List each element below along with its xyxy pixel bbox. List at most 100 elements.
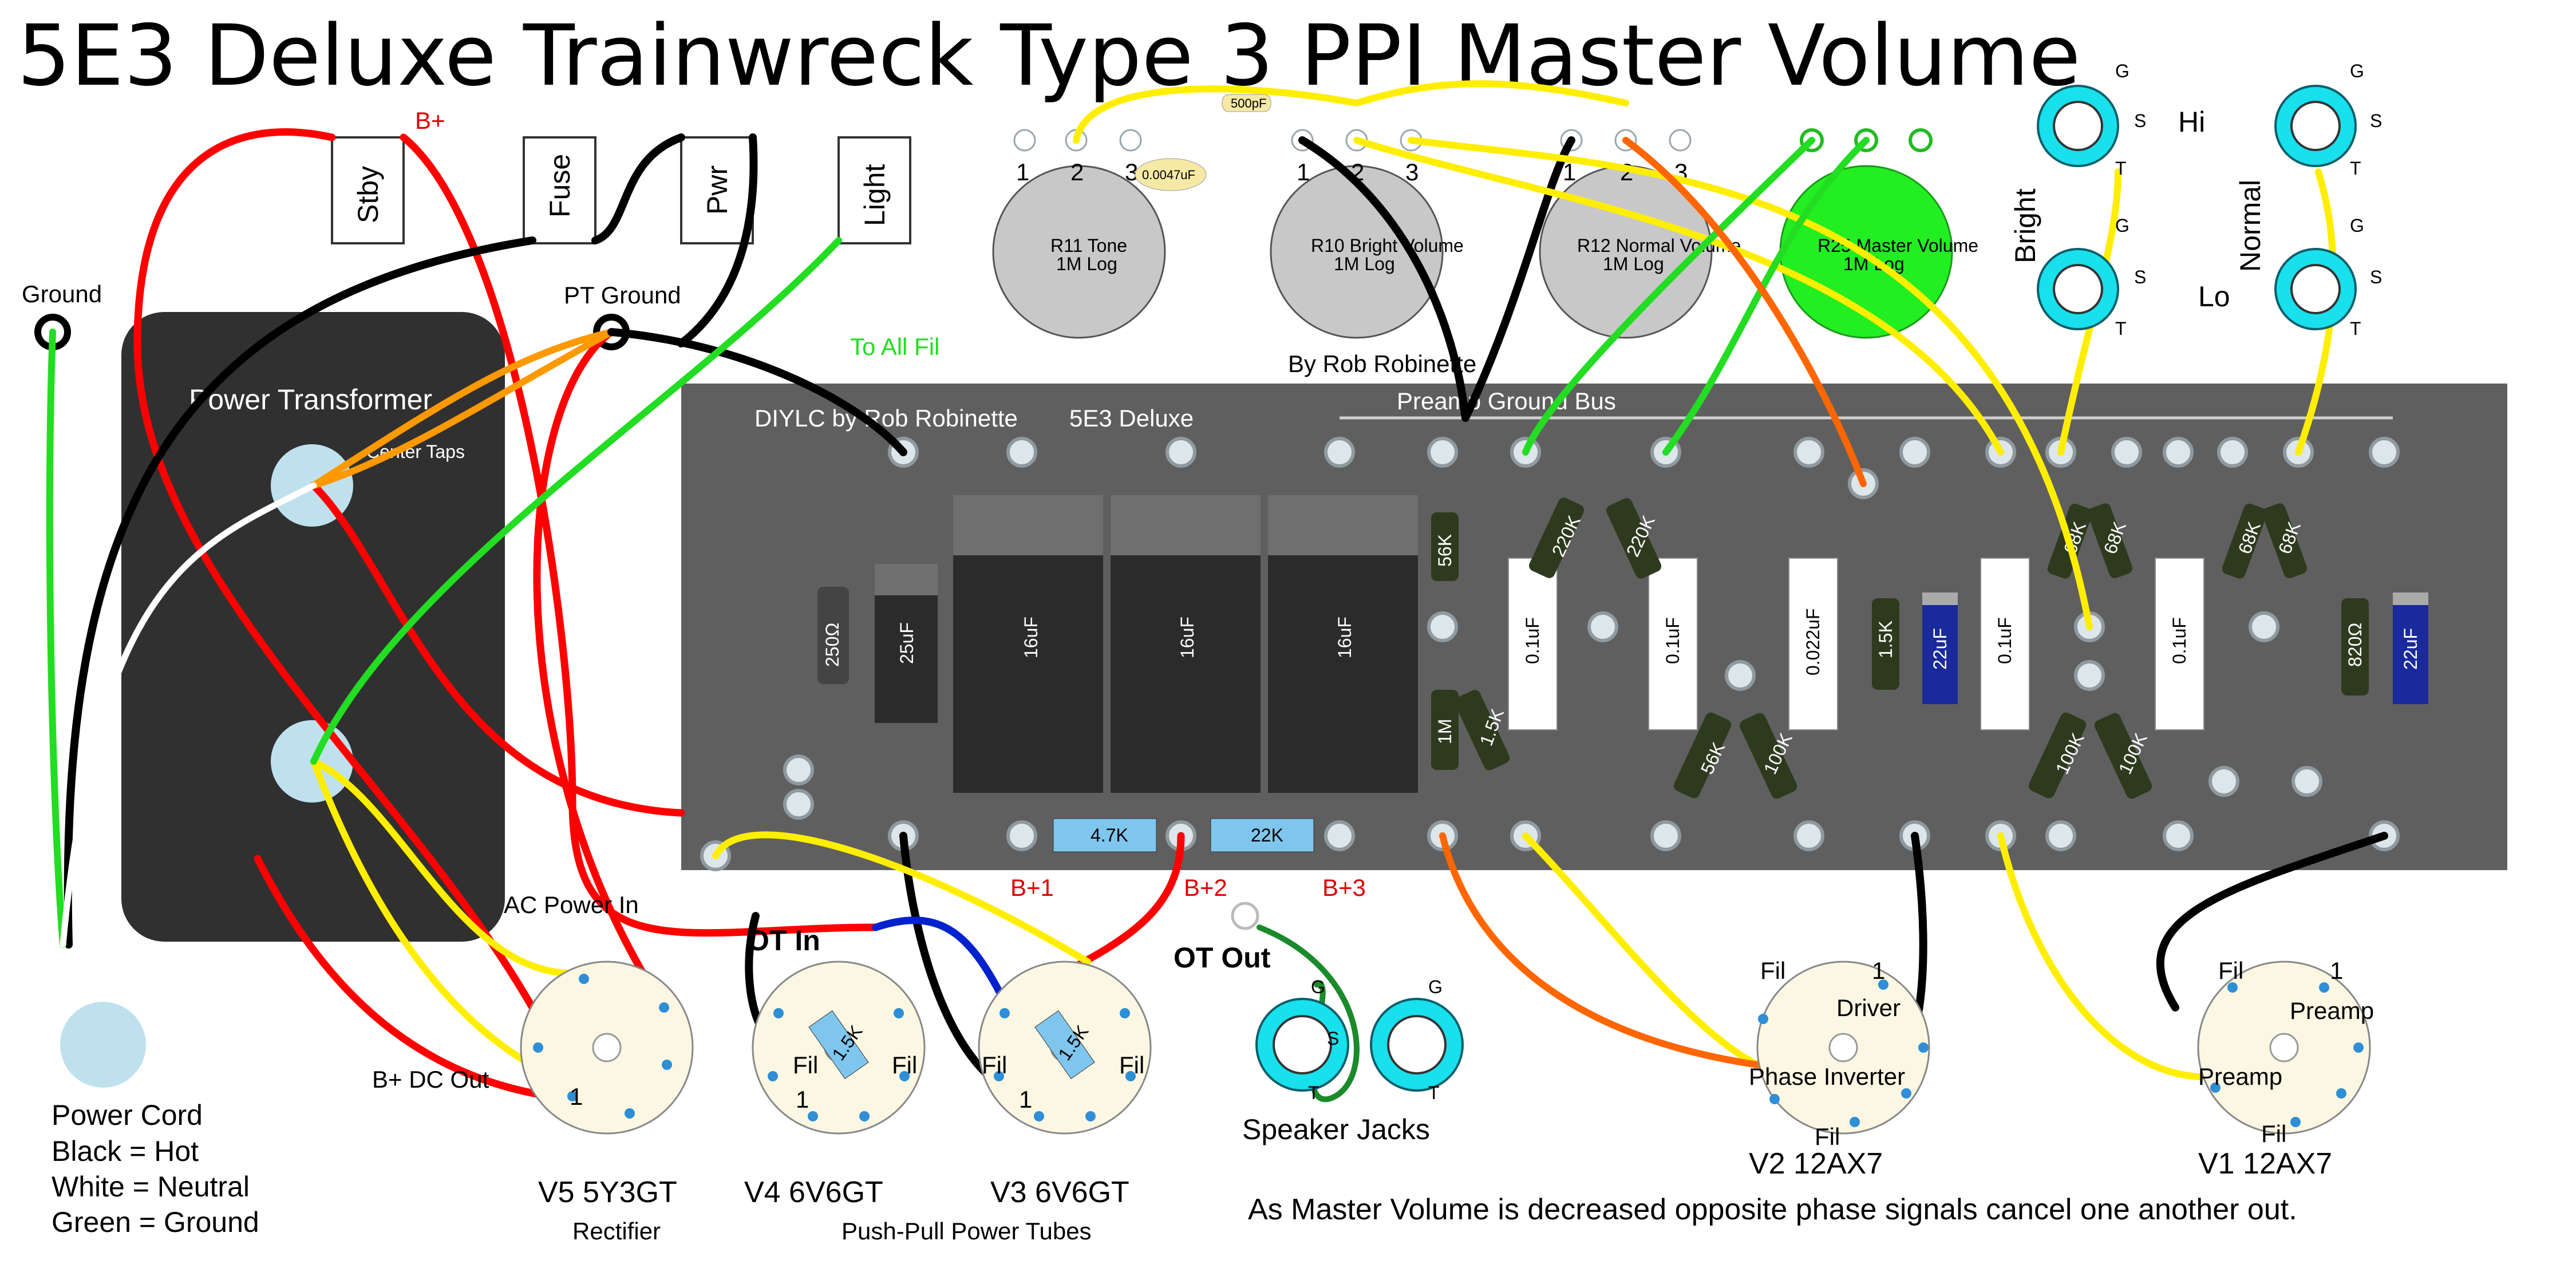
svg-text:1M: 1M bbox=[1435, 719, 1455, 744]
coupling-cap-3: 0.022uF bbox=[1788, 558, 1838, 730]
svg-text:22uF: 22uF bbox=[2400, 628, 2421, 670]
svg-text:0.1uF: 0.1uF bbox=[1662, 617, 1683, 664]
svg-text:0.1uF: 0.1uF bbox=[1994, 617, 2015, 664]
svg-text:S: S bbox=[1327, 1028, 1339, 1049]
tone-pot[interactable]: R11 Tone 1M Log bbox=[992, 165, 1166, 339]
power-cord-neutral: White = Neutral bbox=[52, 1171, 250, 1203]
resistor-1-5k-v2: 1.5K bbox=[1872, 598, 1899, 690]
cap-500pf bbox=[1222, 94, 1271, 112]
hi-label: Hi bbox=[2178, 106, 2205, 138]
filter-cap-1: 16uF bbox=[953, 495, 1103, 793]
bright-volume-pot-name: R10 Bright Volume bbox=[1311, 235, 1464, 256]
cap-0047uf-label: 0.0047uF bbox=[1142, 168, 1195, 182]
svg-text:0.1uF: 0.1uF bbox=[1522, 617, 1543, 664]
fuse-label: Fuse bbox=[544, 154, 576, 218]
v5-sub-label: Rectifier bbox=[572, 1218, 661, 1244]
push-pull-label: Push-Pull Power Tubes bbox=[841, 1218, 1092, 1244]
diylc-credit: DIYLC by Rob Robinette bbox=[754, 405, 1018, 432]
author-credit: By Rob Robinette bbox=[1288, 350, 1476, 377]
bright-hi-g: G bbox=[2115, 61, 2129, 81]
tube-socket-v3: 1.5K Fil Fil 1 bbox=[978, 961, 1152, 1135]
bright-volume-pot[interactable]: R10 Bright Volume 1M Log bbox=[1270, 165, 1464, 339]
normal-pin-1: 1 bbox=[1563, 159, 1576, 185]
v5-label: V5 5Y3GT bbox=[538, 1176, 677, 1209]
resistor-100k-c: 100K bbox=[2094, 713, 2152, 799]
pot-row: R11 Tone 1M Log R10 Bright Volume 1M Log… bbox=[992, 94, 1978, 339]
normal-lo-t: T bbox=[2350, 318, 2361, 339]
normal-hi-g: G bbox=[2350, 61, 2364, 81]
bright-pin-1: 1 bbox=[1297, 159, 1310, 185]
coupling-cap-5: 0.1uF bbox=[2155, 558, 2204, 730]
power-cord-ground: Green = Ground bbox=[52, 1206, 259, 1238]
cap-500pf-label: 500pF bbox=[1231, 96, 1266, 110]
svg-text:250Ω: 250Ω bbox=[822, 623, 843, 667]
cap-0047uf bbox=[1135, 158, 1207, 191]
ground-lug: Ground bbox=[22, 280, 102, 350]
pt-ground-lug: PT Ground bbox=[564, 282, 681, 350]
resistor-4-7k: 4.7K bbox=[1053, 818, 1157, 852]
svg-text:1: 1 bbox=[796, 1086, 809, 1113]
bright-lo-t: T bbox=[2115, 318, 2127, 339]
normal-lo-g: G bbox=[2350, 215, 2364, 236]
fuse-holder bbox=[523, 136, 596, 244]
svg-text:T: T bbox=[1428, 1082, 1440, 1103]
svg-text:16uF: 16uF bbox=[1334, 617, 1355, 658]
resistor-22k: 22K bbox=[1210, 818, 1314, 852]
svg-text:820Ω: 820Ω bbox=[2345, 623, 2365, 667]
tone-pin-3: 3 bbox=[1125, 159, 1138, 185]
resistor-220k-b: 220K bbox=[1606, 498, 1662, 579]
resistor-68k-b: 68K bbox=[2087, 503, 2133, 579]
tone-pin-2: 2 bbox=[1070, 159, 1084, 185]
svg-text:0.022uF: 0.022uF bbox=[1803, 609, 1823, 675]
master-volume-pot[interactable]: R25 Master Volume 1M Log bbox=[1779, 165, 1978, 339]
power-transformer: Power Transformer Center Taps bbox=[121, 312, 505, 942]
svg-text:1.5K: 1.5K bbox=[1875, 621, 1896, 658]
ac-power-in-label: AC Power In bbox=[504, 891, 639, 918]
pt-ground-label: PT Ground bbox=[564, 282, 681, 309]
svg-text:4.7K: 4.7K bbox=[1091, 825, 1128, 846]
bright-volume-pot-value: 1M Log bbox=[1334, 254, 1395, 274]
bright-lo-s: S bbox=[2134, 267, 2146, 287]
tube-socket-v1: Fil 1 Preamp Preamp Fil bbox=[2197, 957, 2374, 1147]
preamp-ground-bus-label: Preamp Ground Bus bbox=[1397, 388, 1616, 414]
resistor-250: 250Ω bbox=[817, 587, 849, 684]
v2-label: V2 12AX7 bbox=[1749, 1147, 1883, 1180]
speaker-jacks-label: Speaker Jacks bbox=[1242, 1113, 1430, 1145]
preamp-label-bottom: Preamp bbox=[2198, 1063, 2282, 1090]
bright-hi-s: S bbox=[2134, 110, 2146, 131]
resistor-56k-top: 56K bbox=[1431, 512, 1459, 581]
cathode-cap-v2: 22uF bbox=[1922, 592, 1958, 704]
power-switch[interactable] bbox=[680, 136, 754, 244]
normal-lo-s: S bbox=[2370, 267, 2382, 287]
bright-hi-t: T bbox=[2115, 158, 2127, 179]
filter-cap-3: 16uF bbox=[1268, 495, 1418, 793]
svg-text:56K: 56K bbox=[1435, 534, 1455, 567]
power-switch-label: Pwr bbox=[701, 165, 733, 215]
svg-text:1: 1 bbox=[2330, 957, 2343, 984]
bright-lo-g: G bbox=[2115, 215, 2129, 236]
svg-text:Fil: Fil bbox=[2218, 957, 2243, 984]
filter-cap-2: 16uF bbox=[1111, 495, 1261, 793]
b3-label: B+3 bbox=[1322, 874, 1366, 901]
power-cord-title: Power Cord bbox=[52, 1099, 203, 1131]
bright-label: Bright bbox=[2009, 188, 2041, 263]
speaker-jacks: OT Out G S T G T Speaker Jacks bbox=[1174, 902, 1464, 1145]
svg-text:0.1uF: 0.1uF bbox=[2169, 617, 2190, 664]
lo-label: Lo bbox=[2198, 280, 2230, 313]
standby-switch[interactable] bbox=[331, 136, 405, 244]
normal-hi-t: T bbox=[2350, 158, 2361, 179]
svg-text:22K: 22K bbox=[1251, 825, 1283, 846]
normal-label: Normal bbox=[2234, 180, 2266, 272]
svg-text:Fil: Fil bbox=[2261, 1120, 2286, 1147]
b1-label: B+1 bbox=[1010, 874, 1054, 901]
coupling-cap-1: 0.1uF bbox=[1508, 558, 1558, 730]
resistor-1-5k-tone: 1.5K bbox=[1455, 690, 1510, 771]
tube-socket-v5: 1 AC Power In B+ DC Out bbox=[372, 891, 694, 1135]
to-all-fil-label: To All Fil bbox=[850, 333, 939, 360]
cathode-cap-v1: 22uF bbox=[2393, 592, 2428, 704]
normal-volume-pot[interactable]: R12 Normal Volume 1M Log bbox=[1539, 165, 1741, 339]
svg-text:Fil: Fil bbox=[1119, 1052, 1144, 1078]
svg-text:G: G bbox=[1311, 977, 1325, 997]
tone-pot-name: R11 Tone bbox=[1050, 235, 1127, 256]
